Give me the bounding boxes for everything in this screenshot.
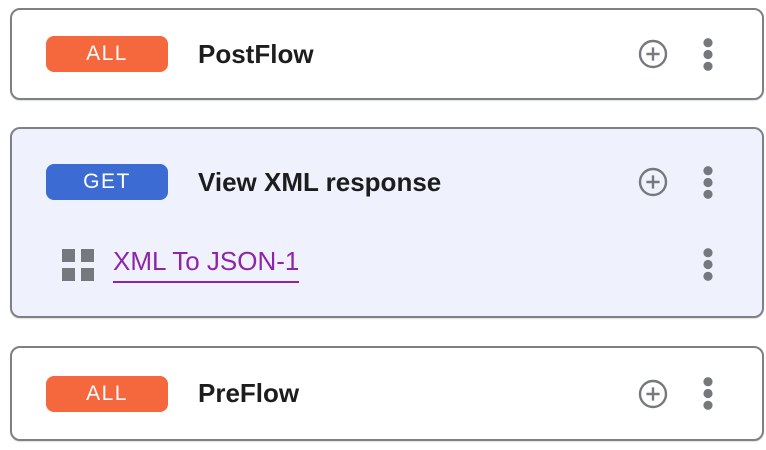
more-menu-button[interactable]: [703, 377, 713, 410]
policy-more-menu-button[interactable]: [703, 248, 713, 281]
policy-link[interactable]: XML To JSON-1: [113, 246, 300, 283]
flow-title: View XML response: [198, 166, 442, 197]
flow-header: GET View XML response: [12, 164, 762, 200]
more-menu-button[interactable]: [703, 165, 713, 199]
policy-row: XML To JSON-1: [12, 246, 762, 283]
flow-header: ALL PostFlow: [12, 36, 762, 72]
more-vert-icon: [703, 377, 713, 410]
flow-title: PreFlow: [198, 378, 300, 408]
more-vert-icon: [703, 37, 713, 71]
flow-card-preflow[interactable]: ALL PreFlow: [10, 346, 764, 441]
add-circle-icon: [638, 39, 668, 69]
more-menu-button[interactable]: [703, 37, 713, 71]
add-circle-icon: [638, 379, 668, 408]
add-step-button[interactable]: [638, 379, 668, 409]
method-badge: GET: [46, 164, 168, 200]
method-badge: ALL: [46, 36, 168, 72]
more-vert-icon: [703, 248, 713, 281]
flow-title: PostFlow: [198, 38, 314, 69]
add-step-button[interactable]: [638, 39, 668, 69]
add-step-button[interactable]: [638, 167, 668, 197]
policy-grid-icon: [62, 248, 94, 281]
flow-card-postflow[interactable]: ALL PostFlow: [10, 8, 764, 100]
method-badge: ALL: [46, 375, 168, 412]
add-circle-icon: [638, 167, 668, 197]
flow-header: ALL PreFlow: [12, 375, 762, 412]
flow-card-view-xml-response[interactable]: GET View XML response XML To JSON-1: [10, 127, 764, 318]
more-vert-icon: [703, 165, 713, 199]
